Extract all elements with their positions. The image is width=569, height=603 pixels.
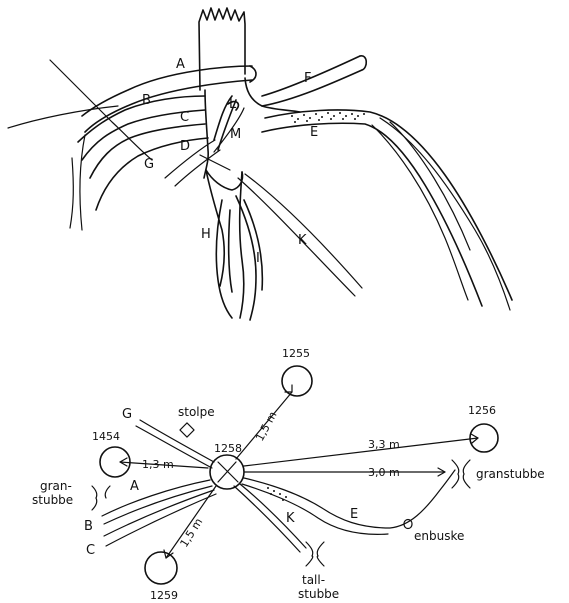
label-d: D xyxy=(180,139,190,154)
distance-1256: 3,3 m xyxy=(368,438,400,451)
distance-1454: 1,3 m xyxy=(142,458,174,471)
trunk-stump xyxy=(199,8,245,90)
label-k: K xyxy=(298,233,307,248)
site-label-g: G xyxy=(122,407,132,422)
label-b: B xyxy=(142,93,151,108)
label-h: H xyxy=(201,227,211,242)
site-label-k: K xyxy=(286,511,295,526)
juniper-label: enbuske xyxy=(414,529,464,543)
tree-1259-marker xyxy=(145,552,177,584)
site-label-a: A xyxy=(130,479,139,494)
post-marker xyxy=(180,423,194,437)
site-map: 1258 1255 1,5 m 1256 3,3 m 3,0 m granstu… xyxy=(32,347,545,602)
tree-1259-number: 1259 xyxy=(150,589,178,602)
label-a: A xyxy=(176,57,185,72)
label-c: C xyxy=(180,110,189,125)
distance-1259: 1,5 m xyxy=(178,516,206,550)
site-label-b: B xyxy=(84,519,93,534)
tree-1454-number: 1454 xyxy=(92,430,120,443)
site-label-c: C xyxy=(86,543,95,558)
pine-stump-label-2: stubbe xyxy=(298,587,339,601)
pine-stump-symbol xyxy=(306,542,324,566)
center-tree-number: 1258 xyxy=(214,442,242,455)
tree-1256-number: 1256 xyxy=(468,404,496,417)
label-i: I xyxy=(256,251,260,266)
label-g: G xyxy=(144,157,154,172)
stippled-band xyxy=(291,112,365,123)
root-a xyxy=(82,66,252,116)
pine-stump-label-1: tall- xyxy=(302,573,325,587)
distance-granstubbe: 3,0 m xyxy=(368,466,400,479)
spruce-stump-left-label-1: gran- xyxy=(40,479,72,493)
post-label: stolpe xyxy=(178,405,215,419)
spruce-stump-left-label-2: stubbe xyxy=(32,493,73,507)
label-f: F xyxy=(304,71,311,86)
tree-1255-number: 1255 xyxy=(282,347,310,360)
spruce-stump-right-label: granstubbe xyxy=(476,467,545,481)
root-sketch: A B C D E F G H I K L M xyxy=(8,8,512,320)
label-m: M xyxy=(230,127,241,142)
spruce-stump-right-symbol xyxy=(452,460,470,488)
label-e: E xyxy=(310,125,318,140)
spruce-stump-left-symbol xyxy=(92,486,110,510)
label-l: L xyxy=(229,97,237,112)
site-label-e: E xyxy=(350,507,358,522)
distance-1255: 1,5 m xyxy=(253,409,279,443)
